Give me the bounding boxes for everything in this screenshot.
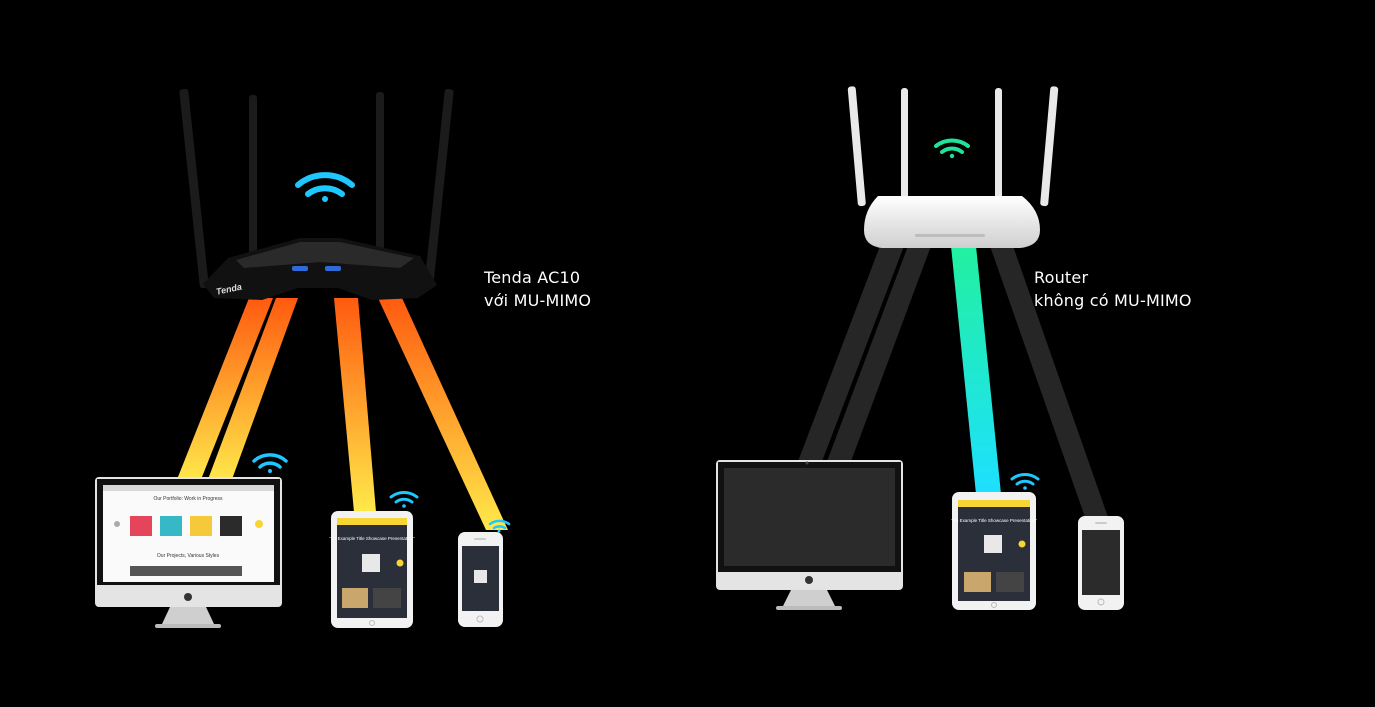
tablet-screen-title: “An Example Title Showcase Presentation” [329, 536, 415, 541]
wifi-icon-imac-left [252, 453, 288, 473]
beams-right [797, 246, 1109, 520]
wifi-icon-router-left [295, 172, 355, 202]
wifi-icon-phone-left [488, 519, 511, 533]
caption-right: Router không có MU-MIMO [1034, 266, 1192, 312]
router-led [325, 266, 341, 271]
router-body [864, 196, 1040, 248]
beams-left [176, 298, 508, 530]
wifi-icon-tablet-right [1010, 472, 1040, 490]
caption-right-line1: Router [1034, 268, 1089, 287]
router-top [236, 242, 414, 268]
router-right [847, 86, 1059, 248]
phone-right [1078, 516, 1124, 610]
wifi-icon-tablet-left [389, 490, 419, 508]
antenna [901, 88, 908, 206]
router-left-tenda: Tenda [179, 88, 454, 300]
beam-orange-2 [207, 298, 298, 482]
beam-teal [951, 246, 1001, 494]
beam-dark-2 [826, 246, 931, 464]
antenna [376, 92, 384, 264]
beam-dark-3 [990, 246, 1109, 520]
caption-right-line2: không có MU-MIMO [1034, 291, 1192, 310]
router-led [292, 266, 308, 271]
beam-orange-3 [334, 298, 376, 512]
imac-right [716, 460, 903, 610]
antenna [424, 88, 454, 289]
antenna [1040, 86, 1059, 207]
caption-left-line2: với MU-MIMO [484, 291, 592, 310]
imac-left: Our Portfolio: Work in Progress Our Proj… [95, 477, 282, 628]
phone-left [458, 532, 503, 627]
imac-screen-subtitle: Our Projects, Various Styles [157, 553, 220, 559]
apple-logo [805, 576, 813, 584]
beam-dark-1 [797, 246, 904, 464]
antenna [249, 95, 257, 265]
beam-orange-1 [176, 298, 273, 482]
tablet-right: “An Example Title Showcase Presentation” [951, 492, 1037, 610]
antenna [847, 86, 866, 207]
caption-left: Tenda AC10 với MU-MIMO [484, 266, 591, 312]
antenna [995, 88, 1002, 206]
caption-left-line1: Tenda AC10 [484, 268, 581, 287]
imac-screen-title: Our Portfolio: Work in Progress [153, 496, 223, 502]
tablet-screen-title: “An Example Title Showcase Presentation” [951, 518, 1037, 523]
imac-stand [162, 607, 214, 624]
wifi-icon-router-right [934, 138, 970, 159]
antenna [179, 88, 209, 289]
beam-orange-4 [378, 298, 508, 530]
tablet-left: “An Example Title Showcase Presentation” [329, 511, 415, 628]
apple-logo [184, 593, 192, 601]
